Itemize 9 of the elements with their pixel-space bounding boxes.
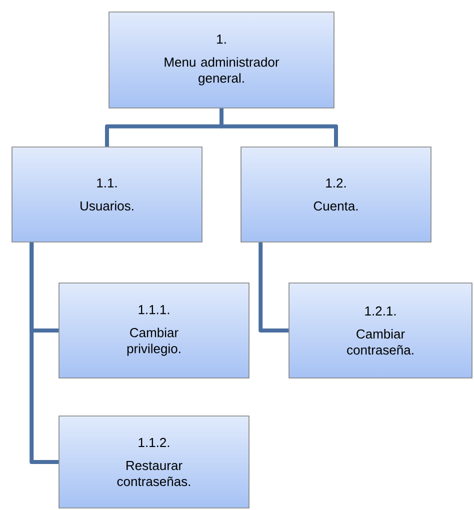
menu-box: 1.1.2. Restaurar contraseñas. xyxy=(58,416,250,508)
connector-line xyxy=(30,242,59,464)
menu-box: 1.1.1. Cambiar privilegio. xyxy=(58,282,250,378)
menu-box: 1. Menu administrador general. xyxy=(108,12,334,108)
menu-box: 1.1. Usuarios. xyxy=(12,146,202,242)
connector-line xyxy=(220,108,338,147)
menu-box: 1.2.1. Cambiar contraseña. xyxy=(288,282,472,378)
connector-line xyxy=(258,242,289,332)
menu-box: 1.2. Cuenta. xyxy=(240,146,432,242)
